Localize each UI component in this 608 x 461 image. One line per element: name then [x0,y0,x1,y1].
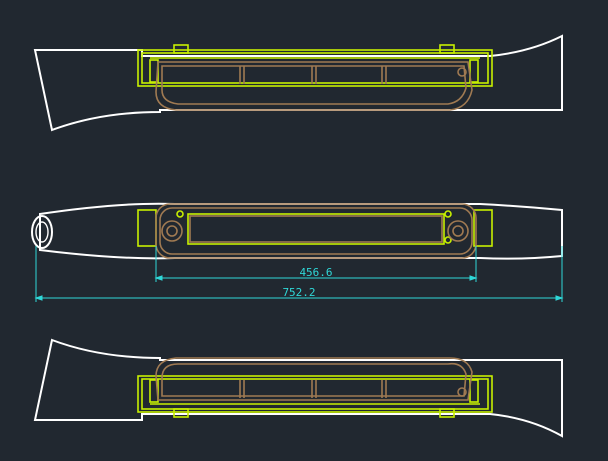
bottom-view-body [155,357,473,401]
bottom-view-frame [137,375,493,418]
bottom-view [33,338,563,438]
middle-view-dimensions [34,246,564,302]
top-view-frame [137,44,493,87]
middle-view-body [155,203,477,259]
overall-width-label: 752.2 [282,286,315,299]
middle-view-outline [39,202,563,260]
top-view [33,34,563,132]
middle-view-frame [137,209,493,247]
middle-view-nozzle [31,215,53,249]
bottom-view-outline [33,338,563,438]
inner-width-label: 456.6 [299,266,332,279]
middle-view: 456.6 752.2 [31,202,564,302]
top-view-body [155,61,473,111]
